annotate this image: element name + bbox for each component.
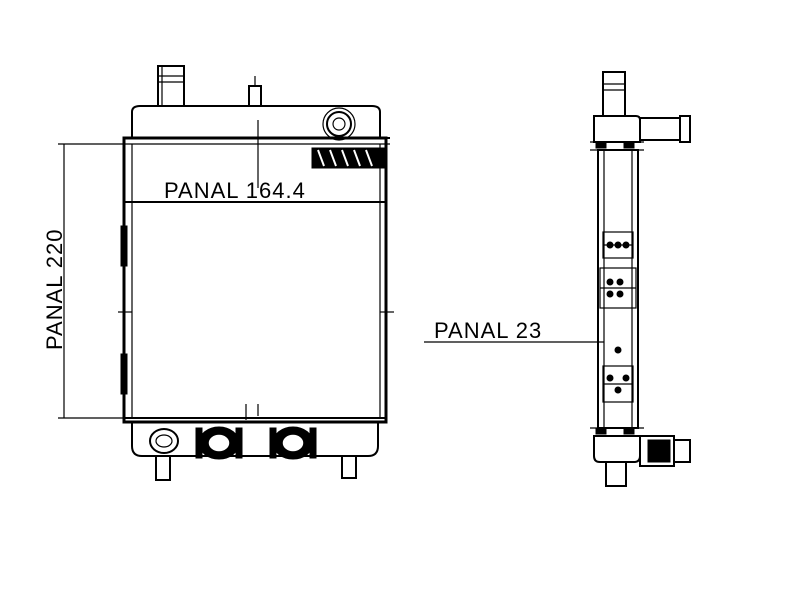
side-top-tank xyxy=(590,115,691,151)
width-dimension-label: PANAL 164.4 xyxy=(164,178,306,203)
bottom-tank xyxy=(131,404,379,481)
side-mount-top xyxy=(602,231,634,259)
bottom-connector-left xyxy=(195,426,243,460)
top-vent-stud xyxy=(248,76,262,107)
side-mount-middle xyxy=(599,267,637,309)
top-inlet-pipe xyxy=(157,65,185,107)
height-dimension-label: PANAL 220 xyxy=(42,228,67,350)
side-bottom-tank xyxy=(590,427,691,487)
top-fin-detail xyxy=(311,147,387,169)
front-view: PANAL 164.4 PANAL 220 xyxy=(42,65,394,481)
side-core xyxy=(597,149,639,429)
bottom-connector-right xyxy=(269,426,317,460)
top-cap xyxy=(322,107,356,141)
depth-dimension-label: PANAL 23 xyxy=(434,318,542,343)
height-dimension: PANAL 220 xyxy=(42,143,124,419)
core-panel xyxy=(118,120,394,424)
bottom-drain xyxy=(149,428,179,454)
side-mount-lower xyxy=(602,365,634,403)
side-view: PANAL 23 xyxy=(424,71,691,487)
top-tank xyxy=(124,65,390,169)
depth-dimension: PANAL 23 xyxy=(424,318,604,343)
side-top-pipe xyxy=(602,71,626,117)
